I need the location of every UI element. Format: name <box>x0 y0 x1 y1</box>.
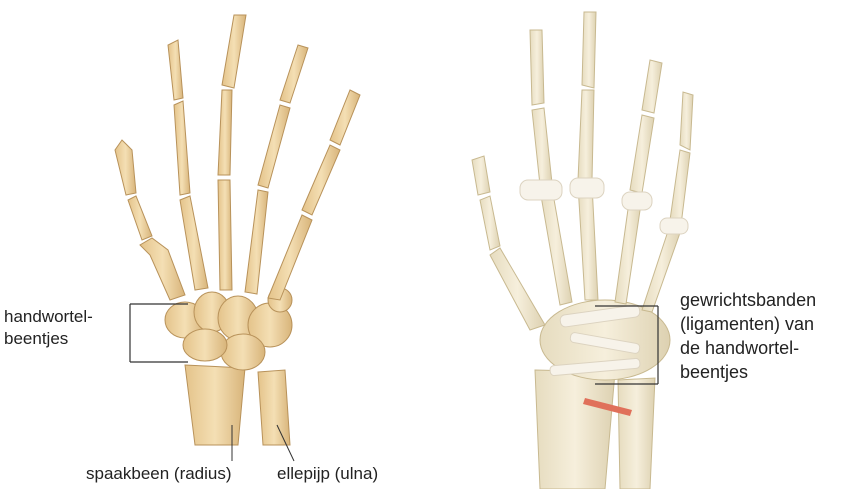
ulna-bone <box>258 370 290 445</box>
ligaments-label-line4: beentjes <box>680 360 816 384</box>
ligaments-label: gewrichtsbanden (ligamenten) van de hand… <box>680 288 816 384</box>
ligaments-label-line1: gewrichtsbanden <box>680 288 816 312</box>
skeleton-hand-panel <box>0 0 420 489</box>
ligaments-label-line2: (ligamenten) van <box>680 312 816 336</box>
skeleton-hand-illustration <box>0 0 420 489</box>
carpals-label-line2: beentjes <box>4 328 93 350</box>
radius-label: spaakbeen (radius) <box>86 463 232 485</box>
ligament-hand-panel <box>420 0 844 489</box>
ulna-label: ellepijp (ulna) <box>277 463 378 485</box>
ulna-bone-right <box>618 378 655 489</box>
ligament-hand-illustration <box>420 0 844 489</box>
radius-bone <box>185 365 245 445</box>
ligaments-label-line3: de handwortel- <box>680 336 816 360</box>
carpals-label: handwortel- beentjes <box>4 306 93 350</box>
radius-bone-right <box>535 370 615 489</box>
carpals-label-line1: handwortel- <box>4 306 93 328</box>
